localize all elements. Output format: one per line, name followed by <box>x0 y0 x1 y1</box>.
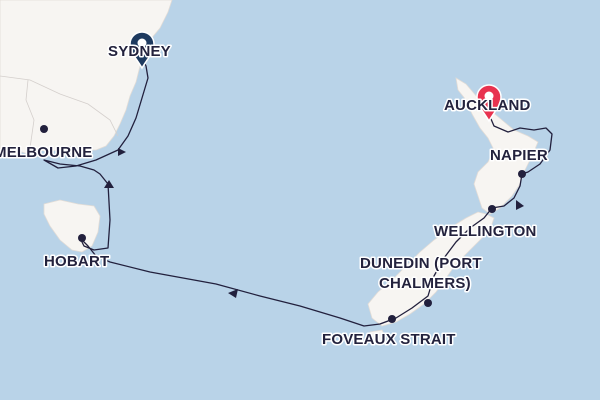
port-dot-melbourne[interactable] <box>40 125 48 133</box>
map-pin-icon[interactable] <box>476 84 502 123</box>
port-dot-wellington[interactable] <box>488 205 496 213</box>
port-label-foveaux-strait: FOVEAUX STRAIT <box>322 331 456 348</box>
port-dot-napier[interactable] <box>518 170 526 178</box>
state-border <box>25 79 35 149</box>
port-label-dunedin-line2: CHALMERS) <box>379 275 471 292</box>
port-label-hobart: HOBART <box>44 253 109 270</box>
nz-south-island <box>367 211 495 327</box>
stewart-island <box>369 329 387 345</box>
route-direction-arrow <box>516 200 524 210</box>
route-direction-arrow <box>228 289 238 298</box>
port-dot-hobart[interactable] <box>78 234 86 242</box>
port-dot-dunedin[interactable] <box>424 299 432 307</box>
port-label-wellington: WELLINGTON <box>434 223 537 240</box>
state-border <box>0 75 119 137</box>
australia-landmass <box>0 0 173 155</box>
cruise-route-line <box>43 57 553 327</box>
port-label-dunedin-line1: DUNEDIN (PORT <box>360 255 482 272</box>
port-label-napier: NAPIER <box>490 147 548 164</box>
port-label-auckland: AUCKLAND <box>444 97 531 114</box>
map-pin-icon[interactable] <box>129 31 155 70</box>
port-label-melbourne: MELBOURNE <box>0 144 92 161</box>
tasmania-landmass <box>43 199 101 253</box>
route-direction-arrow <box>104 180 114 188</box>
port-label-sydney: SYDNEY <box>108 43 171 60</box>
route-direction-arrow <box>118 148 126 156</box>
port-dot-foveaux-strait[interactable] <box>388 315 396 323</box>
